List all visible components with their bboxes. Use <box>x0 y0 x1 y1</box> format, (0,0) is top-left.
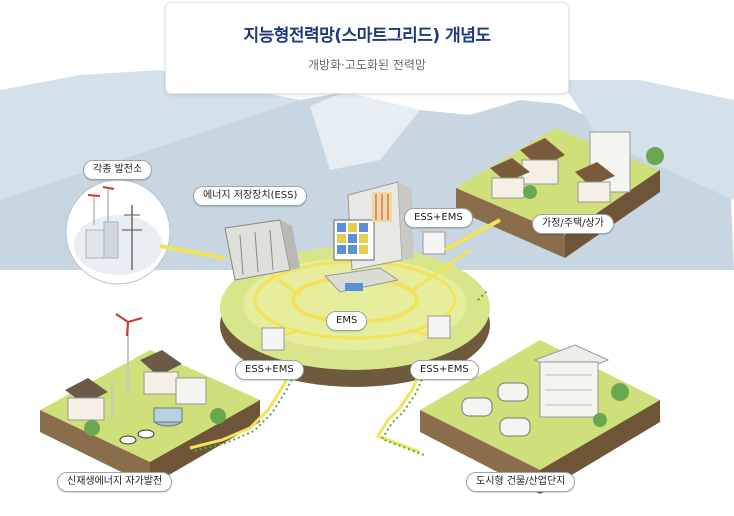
label-ess-ems-top: ESS+EMS <box>404 208 473 228</box>
cable-buildings-dots <box>380 374 425 456</box>
label-power-plant: 각종 발전소 <box>83 160 153 180</box>
homes-platform <box>456 128 664 258</box>
ess-storage-unit <box>224 219 300 281</box>
renewable-platform <box>40 313 260 486</box>
label-renewable: 신재생에너지 자가발전 <box>57 472 173 492</box>
power-plant-area <box>65 179 171 285</box>
label-ems-center: EMS <box>326 311 368 331</box>
cable-buildings <box>375 371 422 454</box>
cable-homes <box>444 218 501 252</box>
control-center-building <box>323 181 414 293</box>
page-title: 지능형전력망(스마트그리드) 개념도 <box>243 26 491 46</box>
ess-box-right <box>427 315 451 339</box>
label-ess-ems-left: ESS+EMS <box>235 360 304 380</box>
page-subtitle: 개방화·고도화된 전력망 <box>307 58 427 72</box>
ess-box-left <box>261 327 285 351</box>
label-ess-ems-right: ESS+EMS <box>410 360 479 380</box>
label-buildings: 도시형 건물/산업단지 <box>466 472 576 492</box>
title-panel: 지능형전력망(스마트그리드) 개념도 개방화·고도화된 전력망 <box>165 2 569 94</box>
mountain-highlight <box>310 92 420 170</box>
cable-power-plant <box>159 244 226 260</box>
mountain-right <box>560 80 734 200</box>
cable-homes-dots <box>477 289 489 301</box>
cable-renewable <box>189 371 292 450</box>
label-ess-storage: 에너지 저장장치(ESS) <box>193 186 308 206</box>
ess-box-top <box>422 231 446 255</box>
label-homes: 가정/주택/상가 <box>532 214 614 234</box>
cable-renewable-dots <box>193 374 295 452</box>
